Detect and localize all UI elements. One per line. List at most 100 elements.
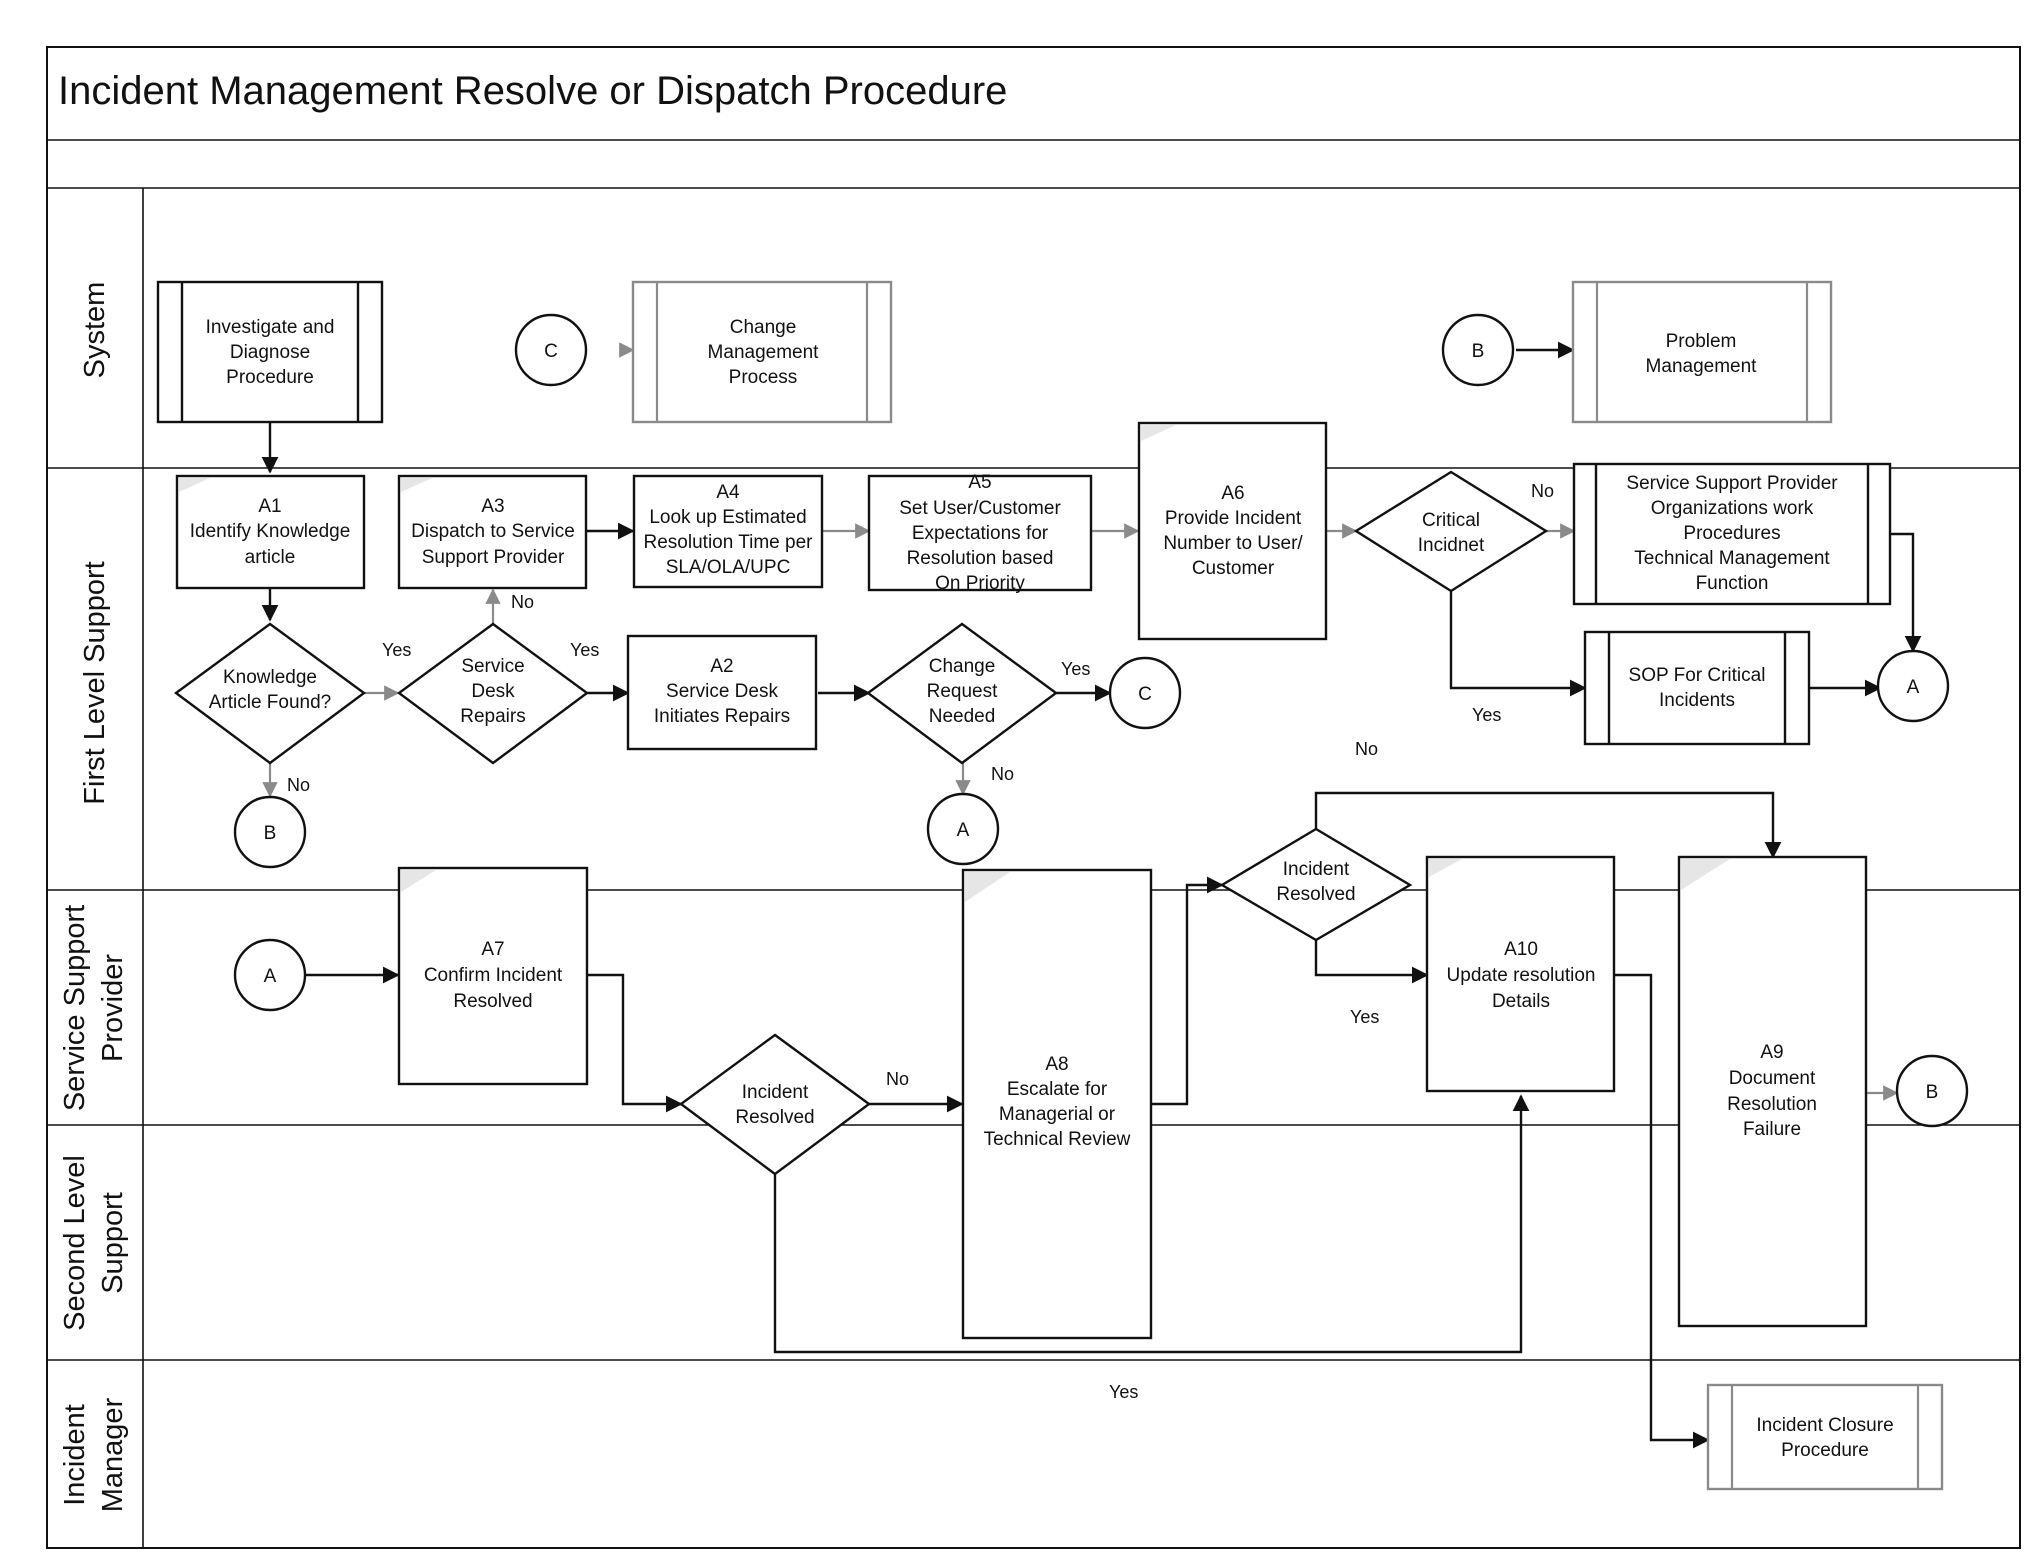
label-yes-resolved-2: Yes (1350, 1007, 1379, 1027)
svg-text:A: A (957, 820, 970, 841)
svg-text:Technical Review: Technical Review (984, 1129, 1131, 1150)
label-no-service-desk: No (511, 592, 534, 612)
label-no-critical: No (1531, 481, 1554, 501)
svg-text:Failure: Failure (1743, 1119, 1801, 1140)
node-a8-escalate-for-review: A8 Escalate for Managerial or Technical … (961, 868, 1153, 1340)
node-a4-look-up-resolution-time: A4 Look up Estimated Resolution Time per… (632, 474, 824, 589)
svg-text:A10: A10 (1504, 939, 1538, 960)
svg-text:Incidnet: Incidnet (1418, 535, 1485, 556)
decision-change-request-needed: Change Request Needed (865, 622, 1059, 765)
svg-text:Service: Service (461, 656, 524, 677)
edge-resolved1-yes (773, 1094, 1530, 1354)
edge-a8-to-resolved2 (1151, 876, 1224, 1106)
svg-text:System: System (79, 282, 111, 379)
decision-service-desk-repairs: Service Desk Repairs (396, 622, 590, 765)
svg-text:Investigate and: Investigate and (206, 317, 335, 338)
svg-text:A8: A8 (1045, 1054, 1068, 1075)
label-no-resolved-2: No (1355, 739, 1378, 759)
svg-text:SOP For Critical: SOP For Critical (1629, 665, 1766, 686)
svg-text:Procedures: Procedures (1683, 523, 1780, 544)
svg-text:SLA/OLA/UPC: SLA/OLA/UPC (666, 557, 791, 578)
svg-text:A1: A1 (258, 496, 281, 517)
svg-text:Support Provider: Support Provider (422, 547, 565, 568)
svg-text:Escalate for: Escalate for (1007, 1079, 1108, 1100)
connector-b-knowledge: B (233, 795, 307, 869)
svg-text:Resolved: Resolved (735, 1107, 814, 1128)
svg-text:Function: Function (1696, 573, 1769, 594)
svg-text:Identify Knowledge: Identify Knowledge (190, 521, 351, 542)
svg-text:Document: Document (1729, 1068, 1816, 1089)
label-yes-service-desk: Yes (570, 640, 599, 660)
svg-text:A6: A6 (1221, 483, 1244, 504)
svg-text:B: B (1472, 341, 1485, 362)
node-a1-identify-knowledge-article: A1 Identify Knowledge article (175, 474, 366, 590)
node-investigate-diagnose: Investigate and Diagnose Procedure (156, 280, 384, 424)
svg-text:Look up Estimated: Look up Estimated (649, 507, 806, 528)
svg-text:A3: A3 (481, 496, 504, 517)
lane-label-incident-manager: Incident Manager (59, 1397, 129, 1512)
svg-text:Set User/Customer: Set User/Customer (899, 498, 1061, 519)
edge-resolved2-no (1314, 791, 1782, 859)
svg-text:B: B (1926, 1082, 1939, 1103)
node-a7-confirm-incident-resolved: A7 Confirm Incident Resolved (397, 866, 589, 1086)
decision-critical-incident: Critical Incidnet (1353, 470, 1549, 593)
lane-label-service-support-provider: Service Support Provider (59, 905, 129, 1111)
lane-label-second-level-support: Second Level Support (59, 1155, 129, 1331)
svg-text:A7: A7 (481, 939, 504, 960)
svg-text:A: A (1907, 677, 1920, 698)
edge-a7-to-resolved1 (587, 973, 683, 1113)
svg-text:Change: Change (929, 656, 996, 677)
svg-text:On Priority: On Priority (935, 573, 1025, 594)
node-problem-management: Problem Management (1571, 280, 1833, 424)
lane-label-first-level-support: First Level Support (79, 561, 111, 804)
svg-text:B: B (264, 823, 277, 844)
svg-text:Expectations for: Expectations for (912, 523, 1049, 544)
svg-text:Managerial or: Managerial or (999, 1104, 1116, 1125)
connector-a-change: A (926, 792, 1000, 866)
svg-text:Incident Closure: Incident Closure (1756, 1415, 1893, 1436)
svg-text:A9: A9 (1760, 1042, 1783, 1063)
decision-incident-resolved-2: Incident Resolved (1219, 827, 1413, 942)
svg-text:Second Level: Second Level (59, 1155, 91, 1331)
svg-text:Customer: Customer (1192, 558, 1275, 579)
connector-a-sop: A (1876, 649, 1950, 723)
edge-ssp-to-a (1890, 532, 1922, 653)
decision-incident-resolved-1: Incident Resolved (678, 1033, 872, 1176)
node-a3-dispatch-to-service-support-provider: A3 Dispatch to Service Support Provider (397, 474, 588, 590)
svg-text:Service Desk: Service Desk (666, 681, 778, 702)
lane-label-system: System (79, 282, 111, 379)
node-a9-document-resolution-failure: A9 Document Resolution Failure (1677, 855, 1868, 1328)
svg-text:Organizations work: Organizations work (1651, 498, 1814, 519)
svg-text:Resolved: Resolved (1276, 884, 1355, 905)
connector-c-change: C (1108, 656, 1182, 730)
label-no-resolved-1: No (886, 1069, 909, 1089)
svg-text:Update resolution: Update resolution (1447, 965, 1596, 986)
svg-text:Critical: Critical (1422, 510, 1480, 531)
svg-text:Article Found?: Article Found? (209, 692, 332, 713)
label-yes-resolved-1: Yes (1109, 1382, 1138, 1402)
svg-text:Incident: Incident (742, 1082, 809, 1103)
svg-text:Repairs: Repairs (460, 706, 525, 727)
svg-text:A4: A4 (716, 482, 740, 503)
svg-text:Procedure: Procedure (226, 367, 314, 388)
svg-text:Initiates Repairs: Initiates Repairs (654, 706, 790, 727)
svg-text:A: A (264, 966, 277, 987)
node-a10-update-resolution-details: A10 Update resolution Details (1425, 855, 1616, 1093)
svg-text:Resolution based: Resolution based (907, 548, 1054, 569)
connector-b-a9: B (1895, 1054, 1969, 1128)
label-yes-knowledge: Yes (382, 640, 411, 660)
svg-text:Provide Incident: Provide Incident (1165, 508, 1302, 529)
svg-text:Incident: Incident (1283, 859, 1350, 880)
edge-a10-to-closure (1614, 973, 1710, 1449)
node-a6-provide-incident-number: A6 Provide Incident Number to User/ Cust… (1137, 421, 1328, 641)
svg-text:C: C (544, 341, 558, 362)
svg-text:Desk: Desk (471, 681, 515, 702)
page-title: Incident Management Resolve or Dispatch … (58, 69, 1007, 113)
svg-text:Resolved: Resolved (453, 991, 532, 1012)
label-yes-critical: Yes (1472, 705, 1501, 725)
svg-text:Service Support: Service Support (59, 905, 91, 1111)
svg-text:First Level Support: First Level Support (79, 561, 111, 804)
svg-text:Problem: Problem (1666, 331, 1737, 352)
svg-text:Provider: Provider (97, 954, 129, 1062)
